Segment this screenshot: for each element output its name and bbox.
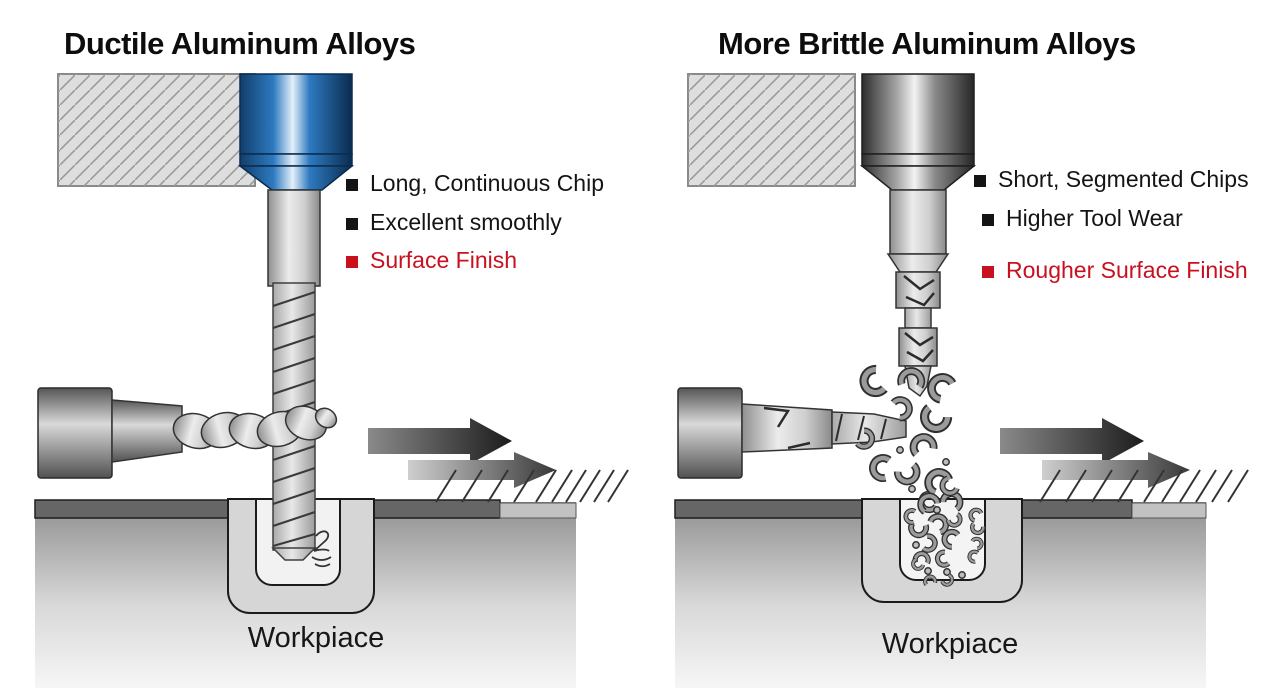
left-machined-surface [499, 502, 577, 519]
bullet-item: Higher Tool Wear [982, 205, 1183, 232]
bullet-square-icon [982, 265, 994, 278]
right-holder-band [861, 153, 975, 167]
bullet-square-icon [346, 217, 358, 230]
arrow-right-icon [1000, 418, 1144, 464]
bullet-square-icon [982, 213, 994, 226]
left-tool-holder [237, 73, 355, 191]
bullet-item: Rougher Surface Finish [982, 257, 1248, 284]
right-spindle [677, 387, 907, 479]
bullet-label: Long, Continuous Chip [370, 170, 604, 196]
left-panel-illustration [34, 73, 629, 688]
left-tool-shank [267, 189, 321, 287]
left-spindle [37, 387, 183, 479]
bullet-label: Excellent smoothly [370, 209, 562, 235]
right-fixture-block [687, 73, 856, 187]
right-workpiece [674, 498, 1207, 688]
left-surface-hatch [435, 469, 629, 503]
right-workpiece-label: Workpiace [881, 628, 1019, 660]
left-feed-arrows [368, 418, 556, 488]
arrow-right-icon [1042, 452, 1190, 488]
right-segmented-cutter [886, 189, 950, 398]
bullet-item: Short, Segmented Chips [974, 166, 1249, 193]
bullet-square-icon [346, 255, 358, 268]
left-workpiece-label: Workpiace [247, 622, 385, 654]
long-continuous-chip [172, 405, 338, 450]
bullet-label: Short, Segmented Chips [998, 166, 1249, 192]
bullet-item: Surface Finish [346, 247, 517, 274]
arrow-right-icon [368, 418, 512, 464]
right-feed-arrows [1000, 418, 1190, 488]
left-holder-band [239, 153, 353, 167]
bullet-label: Higher Tool Wear [1006, 205, 1183, 231]
right-panel-illustration [674, 73, 1249, 688]
bullet-square-icon [346, 178, 358, 191]
right-surface-hatch [1039, 469, 1249, 503]
bullet-item: Excellent smoothly [346, 209, 562, 236]
left-chip-curl [311, 530, 332, 568]
right-panel-title: More Brittle Aluminum Alloys [718, 26, 1136, 61]
bullet-label: Surface Finish [370, 247, 518, 273]
right-tool-holder [859, 73, 977, 191]
bullet-item: Long, Continuous Chip [346, 170, 604, 197]
right-machined-surface [1131, 502, 1207, 519]
left-panel-title: Ductile Aluminum Alloys [64, 26, 416, 61]
left-fixture-block [57, 73, 256, 187]
bullet-label: Rougher Surface Finish [1006, 257, 1248, 283]
bullet-square-icon [974, 174, 986, 187]
